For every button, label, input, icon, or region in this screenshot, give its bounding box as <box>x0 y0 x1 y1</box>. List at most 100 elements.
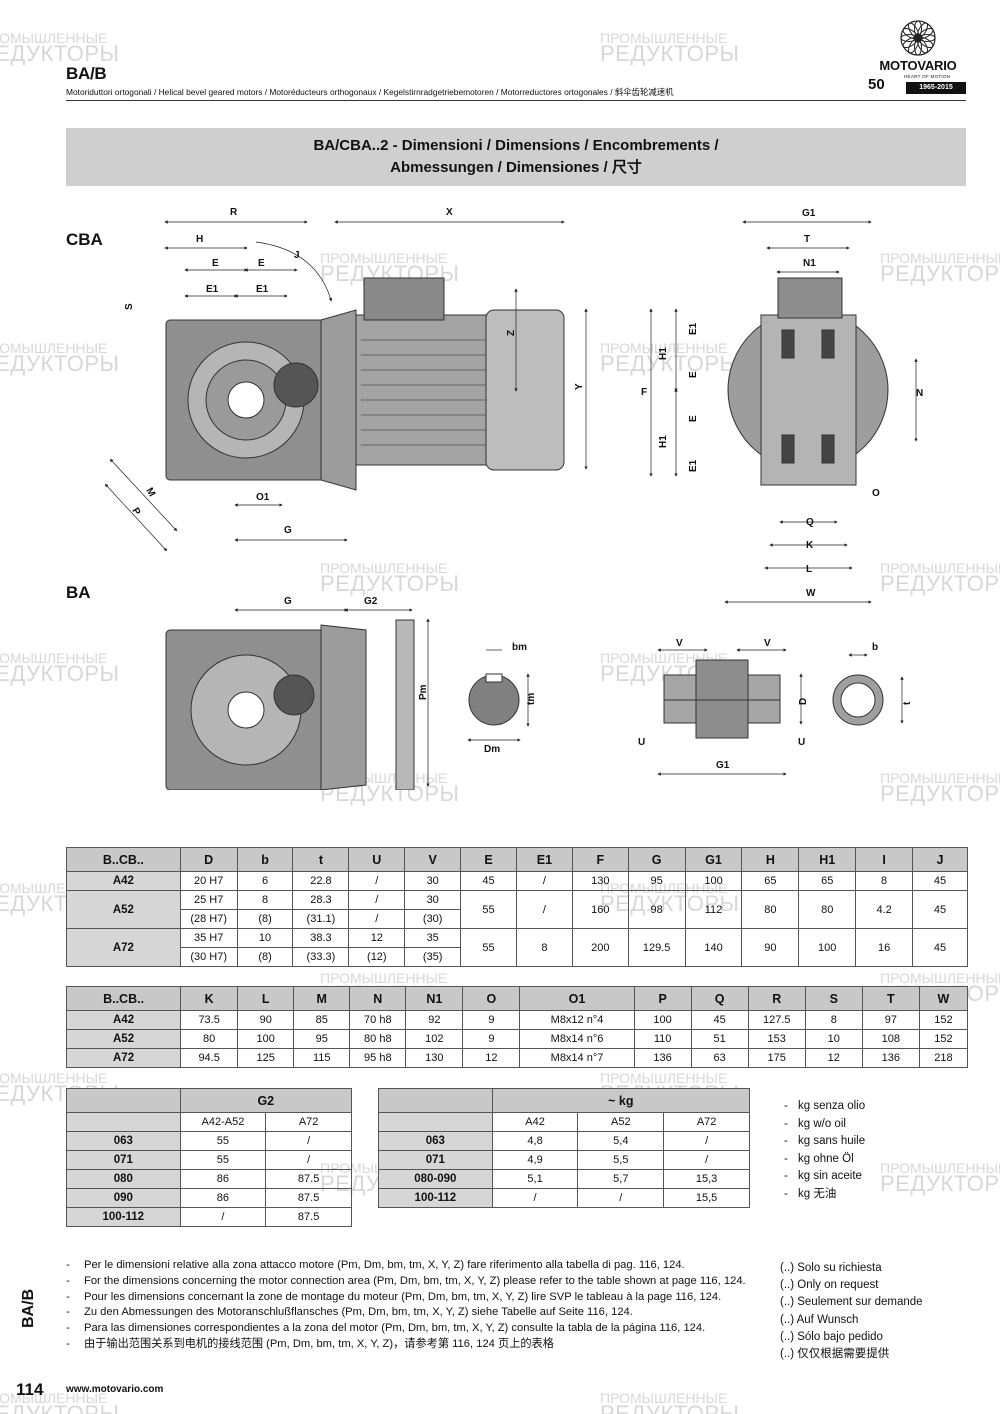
column-header: S <box>804 986 863 1011</box>
table-cell: 100 <box>684 871 743 891</box>
column-header: K <box>180 986 239 1011</box>
dimension-label: G <box>284 596 292 607</box>
dimension-label: U <box>798 737 805 748</box>
column-header: R <box>747 986 806 1011</box>
watermark-line-1: ПРОМЫШЛЕННЫЕ <box>880 1160 1000 1176</box>
subheader-corner <box>378 1112 493 1132</box>
table-cell: M8x14 n°6 <box>519 1029 635 1049</box>
table-cell: 80 <box>180 1029 239 1049</box>
dimension-label: E1 <box>256 284 269 295</box>
on-request-legend: (..) Solo su richiesta(..) Only on reque… <box>780 1260 923 1363</box>
dimension-label: T <box>804 234 810 245</box>
table-cell: 5,4 <box>577 1131 665 1151</box>
dimension-label: D <box>798 698 809 705</box>
table-cell: 100 <box>633 1010 692 1030</box>
dimension-label: E <box>258 258 265 269</box>
table-cell: 6 <box>236 871 294 891</box>
table-cell: 86 <box>179 1188 267 1208</box>
table-cell: / <box>265 1131 352 1151</box>
g2-table-title: G2 <box>179 1088 353 1113</box>
column-header: G <box>627 847 686 872</box>
table-cell: 22.8 <box>292 871 350 891</box>
table-cell: 5,1 <box>491 1169 579 1189</box>
note-item: Pour les dimensions concernant la zone d… <box>66 1290 746 1306</box>
table-cell: / <box>265 1150 352 1170</box>
dimension-label: G1 <box>716 760 730 771</box>
column-header: E1 <box>515 847 573 872</box>
table-cell: 8 <box>515 928 573 967</box>
dimension-label: V <box>764 638 771 649</box>
table-cell: (28 H7) <box>179 909 238 929</box>
table-cell: / <box>348 909 406 929</box>
table-cell: 28.3 <box>292 890 350 910</box>
dimension-label: H1 <box>658 435 669 448</box>
table-row: 100-112//15,5 <box>378 1188 750 1208</box>
row-header: 063 <box>66 1131 181 1151</box>
table-cell: M8x12 n°4 <box>519 1010 635 1030</box>
table-cell: 87.5 <box>265 1169 352 1189</box>
footer-url[interactable]: www.motovario.com <box>66 1384 164 1395</box>
watermark-line-1: ПРОМЫШЛЕННЫЕ <box>600 1070 728 1086</box>
row-header: A72 <box>65 1048 182 1068</box>
watermark-line-1: ПРОМЫШЛЕННЫЕ <box>600 1390 728 1406</box>
table-cell: 140 <box>684 928 743 967</box>
row-header: A42 <box>65 1010 182 1030</box>
dimension-label: H <box>196 234 203 245</box>
column-header: U <box>348 847 406 872</box>
column-header: A72 <box>265 1112 352 1132</box>
column-header: t <box>292 847 350 872</box>
notes-list: Per le dimensioni relative alla zona att… <box>66 1258 746 1353</box>
kg-legend-item: kg ohne Öl <box>784 1151 865 1169</box>
table-cell: 200 <box>571 928 629 967</box>
row-header: A52 <box>65 1029 182 1049</box>
table-cell: 115 <box>293 1048 351 1068</box>
row-header: A72 <box>66 928 181 967</box>
table-cell: 51 <box>690 1029 749 1049</box>
table-cell: 12 <box>804 1048 863 1068</box>
column-header: A42 <box>491 1112 579 1132</box>
dimension-label: Y <box>574 383 585 390</box>
hollow-shaft-detail <box>657 648 803 776</box>
g2-table-corner <box>66 1088 181 1113</box>
dimension-label: E1 <box>688 459 699 472</box>
table-cell: 45 <box>912 890 968 929</box>
dimension-label: H1 <box>658 347 669 360</box>
dimension-label: N1 <box>803 258 816 269</box>
table-cell: 110 <box>633 1029 692 1049</box>
logo-anniversary: 50 <box>868 76 885 93</box>
dimension-label: N <box>916 388 923 399</box>
column-header: P <box>633 986 692 1011</box>
column-header: I <box>855 847 914 872</box>
dimension-label: R <box>230 207 238 218</box>
kg-legend-item: kg 无油 <box>784 1186 865 1204</box>
page-title: BA/B <box>66 64 107 83</box>
table-cell: 90 <box>741 928 800 967</box>
kg-table-title: ~ kg <box>491 1088 751 1113</box>
table-cell: 12 <box>348 928 406 948</box>
kg-legend: kg senza oliokg w/o oilkg sans huilekg o… <box>784 1098 865 1204</box>
row-header: 071 <box>66 1150 181 1170</box>
shaft-detail <box>467 649 530 742</box>
dimension-label: W <box>806 588 816 599</box>
table-cell: 30 <box>404 890 462 910</box>
table-cell: 45 <box>912 871 968 891</box>
table-cell: 38.3 <box>292 928 350 948</box>
on-request-item: (..) Auf Wunsch <box>780 1313 859 1326</box>
table-cell: 4.2 <box>855 890 914 929</box>
table-cell: / <box>515 890 573 929</box>
table-cell: 175 <box>747 1048 806 1068</box>
table-cell: / <box>179 1207 267 1227</box>
note-item: For the dimensions concerning the motor … <box>66 1274 746 1290</box>
dimension-label: Q <box>806 517 814 528</box>
column-header: Q <box>690 986 749 1011</box>
dimension-label: E <box>688 371 699 378</box>
dimension-label: G <box>284 525 292 536</box>
on-request-item: (..) Only on request <box>780 1279 879 1292</box>
kg-legend-item: kg w/o oil <box>784 1116 865 1134</box>
subheader-corner <box>66 1112 181 1132</box>
